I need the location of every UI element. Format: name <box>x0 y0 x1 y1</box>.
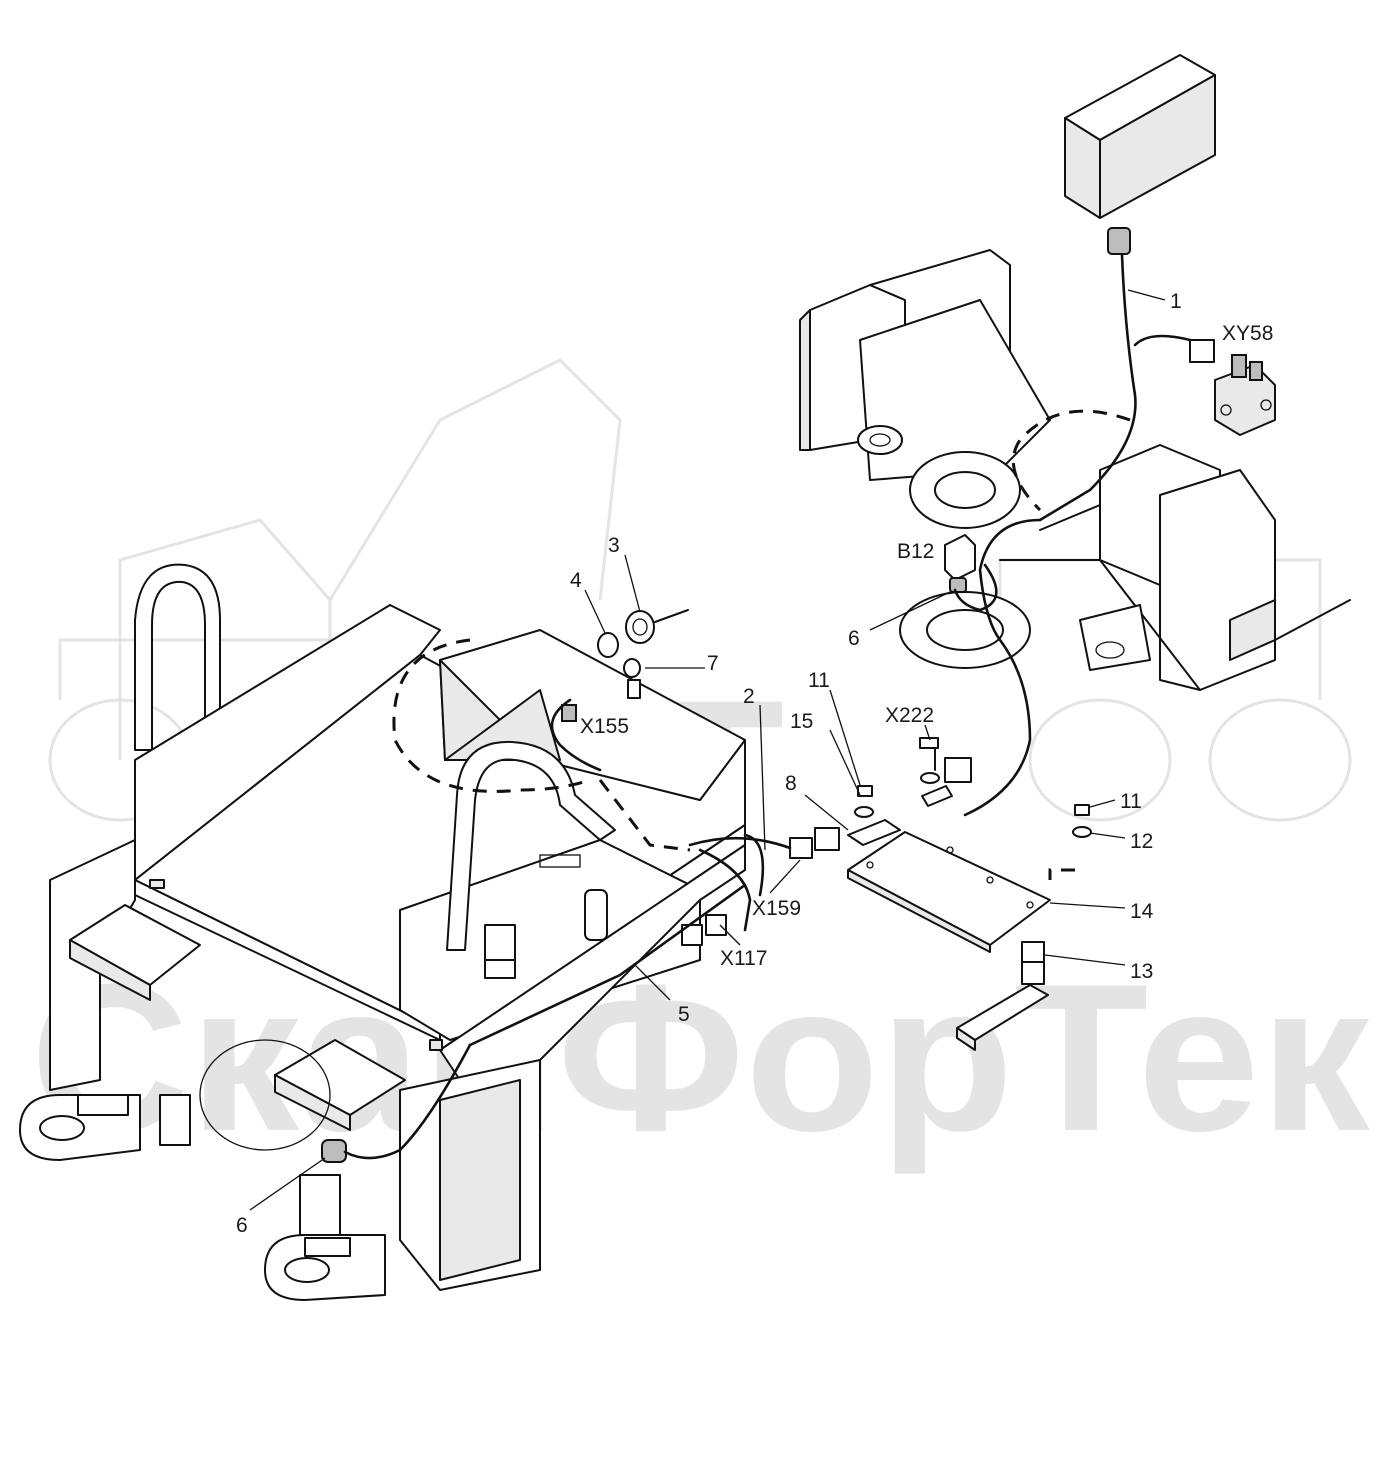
upper-frame <box>799 249 1351 691</box>
callout-6-lower: 6 <box>236 1214 248 1237</box>
callout-2: 2 <box>743 685 755 708</box>
cables <box>343 253 1192 1160</box>
callout-3: 3 <box>608 534 620 557</box>
bolts <box>854 737 1092 838</box>
callout-x117: X117 <box>720 947 768 970</box>
callout-x159: X159 <box>752 897 801 920</box>
callout-labels: 1 2 3 4 5 6 6 7 8 11 11 12 13 14 15 XY58… <box>236 290 1273 1237</box>
callout-1: 1 <box>1170 290 1182 313</box>
watermark-brand-text: СкайФорТек <box>30 940 1371 1175</box>
leader-lines <box>249 289 1166 1211</box>
callout-11-upper: 11 <box>808 669 830 692</box>
callout-11-right: 11 <box>1120 790 1142 813</box>
callout-13: 13 <box>1130 960 1153 983</box>
connector-x159 <box>789 837 813 859</box>
connector-x222 <box>944 757 972 783</box>
callout-14: 14 <box>1130 900 1154 923</box>
connector-x155 <box>561 704 577 722</box>
cable-gland-6 <box>321 1139 347 1163</box>
callout-8: 8 <box>785 772 797 795</box>
callout-x222: X222 <box>885 704 934 727</box>
callout-12: 12 <box>1130 830 1153 853</box>
callout-xy58: XY58 <box>1222 322 1273 345</box>
spacer-13 <box>956 941 1049 1051</box>
callout-b12: B12 <box>897 540 934 563</box>
callout-15: 15 <box>790 710 813 733</box>
lower-frame <box>19 563 746 1301</box>
callout-5: 5 <box>678 1003 690 1026</box>
callout-7: 7 <box>707 652 719 675</box>
connector-x117-mate <box>705 914 727 936</box>
callout-x155: X155 <box>580 715 629 738</box>
connector-x117 <box>681 924 703 946</box>
connector-x159-mate <box>814 827 840 851</box>
mounting-plate-14 <box>847 785 1051 953</box>
valve-xy58 <box>1189 339 1276 436</box>
control-box <box>1064 54 1216 255</box>
callout-4: 4 <box>570 569 582 592</box>
callout-6-upper: 6 <box>848 627 860 650</box>
sensor-b12 <box>944 534 976 593</box>
